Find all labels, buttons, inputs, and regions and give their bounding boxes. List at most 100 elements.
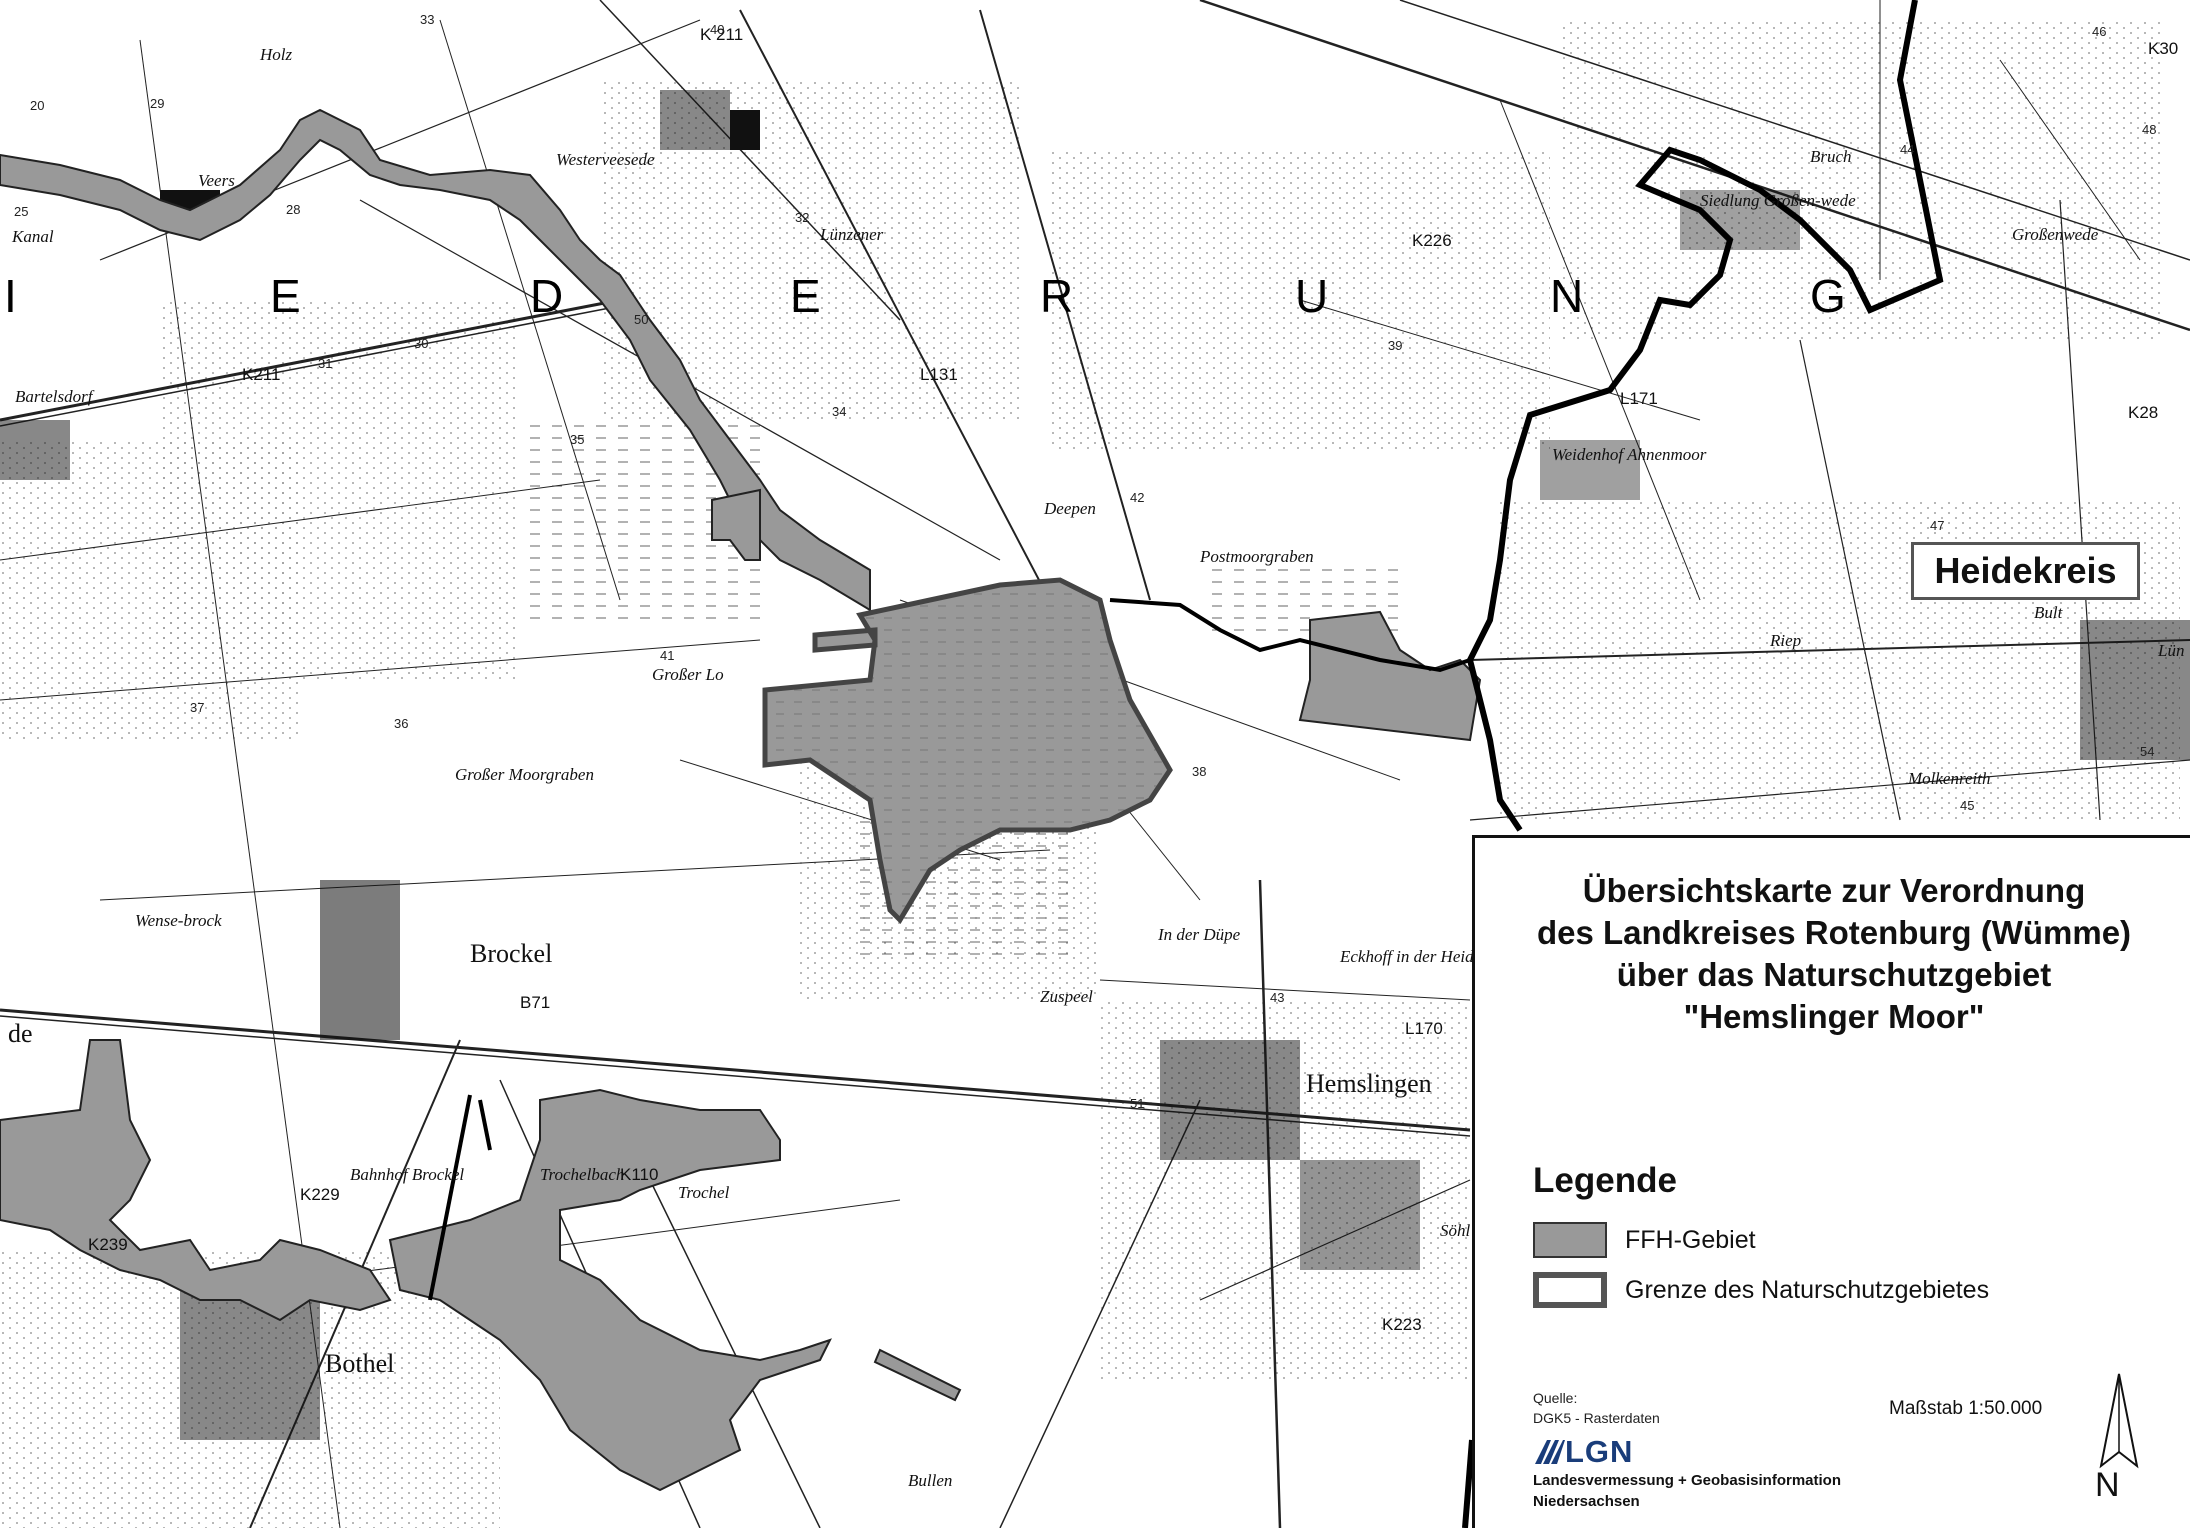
legend-heading: Legende <box>1533 1161 1677 1200</box>
elevation-label: 50 <box>634 312 648 327</box>
road-label: K226 <box>1412 231 1452 250</box>
settlements <box>0 90 2190 1440</box>
place-label: Veers <box>198 171 235 190</box>
place-label: Söhl <box>1440 1221 1471 1240</box>
ffh-veerse-river-corridor <box>0 108 871 612</box>
source-data: DGK5 - Rasterdaten <box>1533 1410 1660 1426</box>
legend-item-label: FFH-Gebiet <box>1625 1225 1756 1254</box>
ffh-moor-west-arm <box>711 488 761 561</box>
elevation-label: 32 <box>795 210 809 225</box>
ffh-areas <box>0 108 1482 1492</box>
place-label: Holz <box>259 45 293 64</box>
elevation-label: 51 <box>1130 1096 1144 1111</box>
elevation-label: 40 <box>710 22 724 37</box>
legend-item-ffh: FFH-Gebiet <box>1533 1221 1756 1259</box>
place-label: In der Düpe <box>1157 925 1241 944</box>
region-letter: D <box>530 270 563 322</box>
elevation-label: 48 <box>2142 122 2156 137</box>
ffh-trochel-lowland <box>388 1088 832 1492</box>
nsg-boundary <box>762 577 1173 925</box>
title-line: über das Naturschutzgebiet <box>1616 956 2052 993</box>
place-label: Zuspeel <box>1040 987 1093 1006</box>
boundary-swatch <box>1533 1272 1607 1308</box>
region-letter: R <box>1040 270 1073 322</box>
elevation-label: 43 <box>1270 990 1284 1005</box>
region-letter: U <box>1295 270 1328 322</box>
elevation-label: 37 <box>190 700 204 715</box>
elevation-numbers: 33 40 29 20 25 28 30 31 32 34 35 36 37 3… <box>14 12 2156 1111</box>
road-label: K28 <box>2128 403 2158 422</box>
lgn-logo-icon <box>1535 1440 1565 1464</box>
elevation-label: 31 <box>318 356 332 371</box>
region-letter: G <box>1810 270 1846 322</box>
elevation-label: 54 <box>2140 744 2154 759</box>
title-line: des Landkreises Rotenburg (Wümme) <box>1536 914 2132 951</box>
place-label: Trochel <box>678 1183 730 1202</box>
legend-item-label: Grenze des Naturschutzgebietes <box>1625 1275 1990 1304</box>
region-name-letters: I E D E R U N G <box>4 270 1846 322</box>
title-line: Übersichtskarte zur Verordnung <box>1582 872 2086 909</box>
place-label: Deepen <box>1043 499 1096 518</box>
elevation-label: 47 <box>1930 518 1944 533</box>
elevation-label: 38 <box>1192 764 1206 779</box>
road-label: K223 <box>1382 1315 1422 1334</box>
region-letter: E <box>270 270 301 322</box>
elevation-label: 33 <box>420 12 434 27</box>
place-label: Bullen <box>908 1471 952 1490</box>
elevation-label: 39 <box>1388 338 1402 353</box>
place-label: Großenwede <box>2012 225 2099 244</box>
elevation-label: 35 <box>570 432 584 447</box>
place-label: Großer Moorgraben <box>455 765 594 784</box>
place-label: Eckhoff in der Heide <box>1339 947 1482 966</box>
elevation-label: 20 <box>30 98 44 113</box>
source-label: Quelle: <box>1533 1390 1578 1406</box>
elevation-label: 28 <box>286 202 300 217</box>
road-labels: B71 K211 K239 K229 L131 K110 L170 K223 K… <box>88 25 2178 1334</box>
title-line: "Hemslinger Moor" <box>1683 998 1985 1035</box>
place-label: Siedlung Großen-wede <box>1700 191 1856 210</box>
road-label: K229 <box>300 1185 340 1204</box>
elevation-label: 44 <box>1900 142 1914 157</box>
place-label: de <box>8 1019 33 1048</box>
place-label: Lün <box>2157 641 2184 660</box>
place-label: Großer Lo <box>652 665 724 684</box>
place-label: Westerveesede <box>556 150 655 169</box>
place-label: Molkenreith <box>1907 769 1990 788</box>
lgn-organization: Landesvermessung + Geobasisinformation N… <box>1533 1470 1841 1512</box>
ffh-trochelbach-strip <box>873 1348 962 1402</box>
road-label: B71 <box>520 993 550 1012</box>
road-label: K110 <box>620 1165 658 1184</box>
lgn-logo: LGN <box>1533 1434 1633 1470</box>
place-label: Bahnhof Brockel <box>350 1165 464 1184</box>
elevation-label: 41 <box>660 648 674 663</box>
district-label-heidekreis: Heidekreis <box>1911 542 2140 600</box>
place-label: Lünzener <box>819 225 884 244</box>
elevation-label: 45 <box>1960 798 1974 813</box>
place-label: Bruch <box>1810 147 1852 166</box>
north-arrow-icon <box>2099 1373 2139 1469</box>
region-letter: I <box>4 270 17 322</box>
elevation-label: 29 <box>150 96 164 111</box>
place-label: Bothel <box>325 1349 394 1378</box>
scale-label: Maßstab 1:50.000 <box>1889 1398 2043 1419</box>
road-label: L131 <box>920 365 958 384</box>
lgn-logo-text: LGN <box>1565 1434 1634 1469</box>
elevation-label: 46 <box>2092 24 2106 39</box>
legend-item-boundary: Grenze des Naturschutzgebietes <box>1533 1271 1989 1309</box>
elevation-label: 30 <box>414 336 428 351</box>
north-label: N <box>2095 1466 2120 1504</box>
org-line: Niedersachsen <box>1533 1493 1640 1510</box>
org-line: Landesvermessung + Geobasisinformation <box>1533 1472 1842 1489</box>
place-label: Postmoorgraben <box>1199 547 1314 566</box>
elevation-label: 25 <box>14 204 28 219</box>
road-label: L170 <box>1405 1019 1443 1038</box>
place-label: Hemslingen <box>1306 1069 1432 1098</box>
road-label: K211 <box>242 365 280 384</box>
place-label: Brockel <box>470 939 552 968</box>
legend-panel: Übersichtskarte zur Verordnung des Landk… <box>1472 835 2190 1528</box>
elevation-label: 36 <box>394 716 408 731</box>
place-label: Trochelbach <box>540 1165 624 1184</box>
place-label: Bult <box>2034 603 2064 622</box>
place-label: Wense-brock <box>135 911 222 930</box>
